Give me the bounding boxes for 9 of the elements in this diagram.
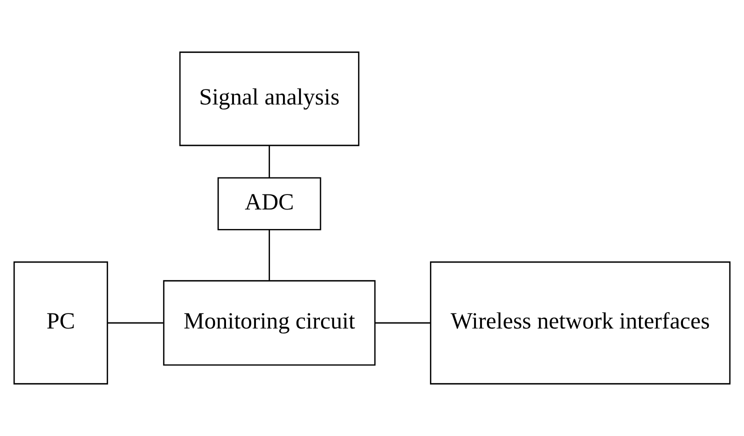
- node-box: PC: [13, 261, 108, 384]
- connector: [268, 146, 270, 178]
- node-box: Monitoring circuit: [163, 280, 376, 366]
- connector: [268, 230, 270, 280]
- connector: [108, 322, 164, 324]
- node-box: Wireless network interfaces: [430, 261, 731, 384]
- node-box: ADC: [218, 177, 322, 230]
- connector: [375, 322, 430, 324]
- node-box: Signal analysis: [179, 52, 360, 146]
